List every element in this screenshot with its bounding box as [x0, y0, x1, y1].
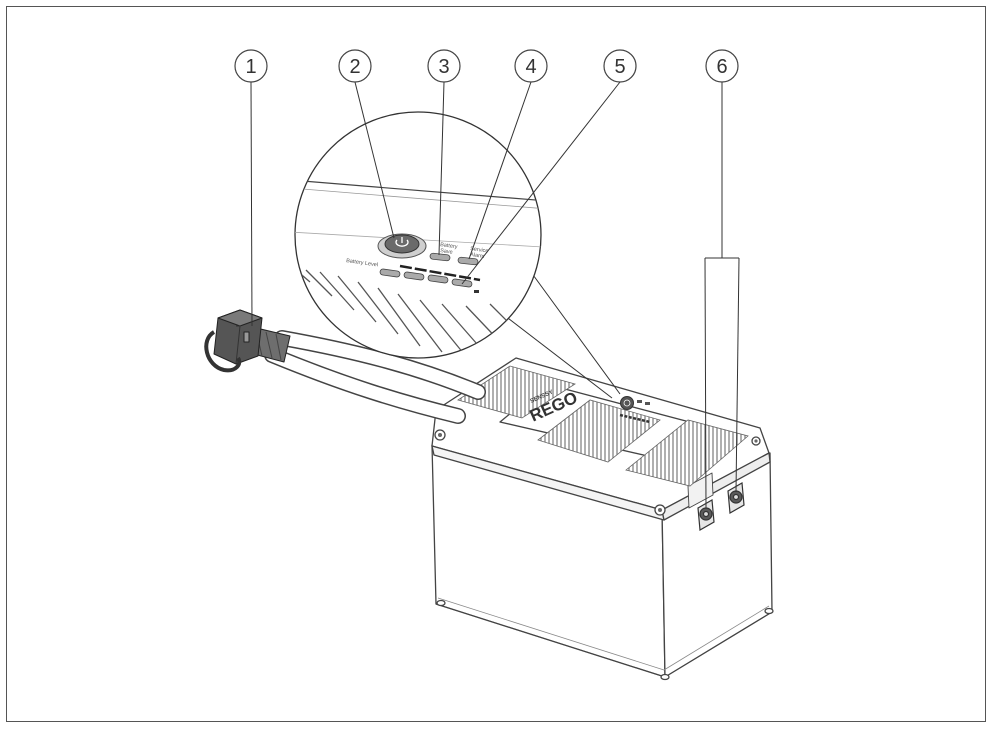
cables — [264, 330, 486, 424]
callout-1-number: 1 — [245, 56, 256, 78]
callout-5: 5 — [603, 49, 637, 83]
lid-control-panel — [619, 396, 651, 424]
battery-level-indicator — [379, 264, 481, 293]
side-ports — [697, 482, 745, 531]
callout-6: 6 — [705, 49, 739, 83]
lens-vent-slats — [295, 269, 523, 355]
side-port-left — [697, 499, 715, 531]
side-port-right — [727, 482, 745, 514]
leader-line-6a — [704, 257, 707, 509]
leader-line-1 — [250, 81, 253, 327]
power-button — [377, 233, 427, 259]
svg-text:Battery: Battery — [440, 242, 458, 250]
svg-text:Service: Service — [470, 246, 489, 254]
leader-line-6b — [735, 257, 740, 493]
vent-grilles — [457, 365, 749, 487]
leader-line-5 — [461, 81, 621, 285]
callout-5-number: 5 — [614, 56, 625, 78]
leader-line-3 — [438, 81, 445, 256]
battery-level-label: Battery Level — [346, 258, 379, 268]
svg-text:Save: Save — [440, 248, 453, 256]
indicator-b: Service Alarm — [457, 246, 489, 266]
leader-line-2 — [354, 81, 395, 239]
leader-lines — [250, 81, 740, 509]
callout-4-number: 4 — [525, 56, 536, 78]
callout-3-number: 3 — [438, 56, 449, 78]
indicator-a: Battery Save — [429, 242, 458, 262]
callout-3: 3 — [427, 49, 461, 83]
power-icon — [395, 239, 409, 247]
callout-6-number: 6 — [716, 56, 727, 78]
svg-text:Alarm: Alarm — [470, 252, 485, 260]
connector — [204, 309, 291, 373]
callout-1: 1 — [234, 49, 268, 83]
callout-4: 4 — [514, 49, 548, 83]
callout-2: 2 — [338, 49, 372, 83]
leader-line-4 — [468, 81, 532, 260]
magnifier-lens: Battery Save Service Alarm Battery Level — [294, 111, 621, 399]
callout-2-number: 2 — [349, 56, 360, 78]
